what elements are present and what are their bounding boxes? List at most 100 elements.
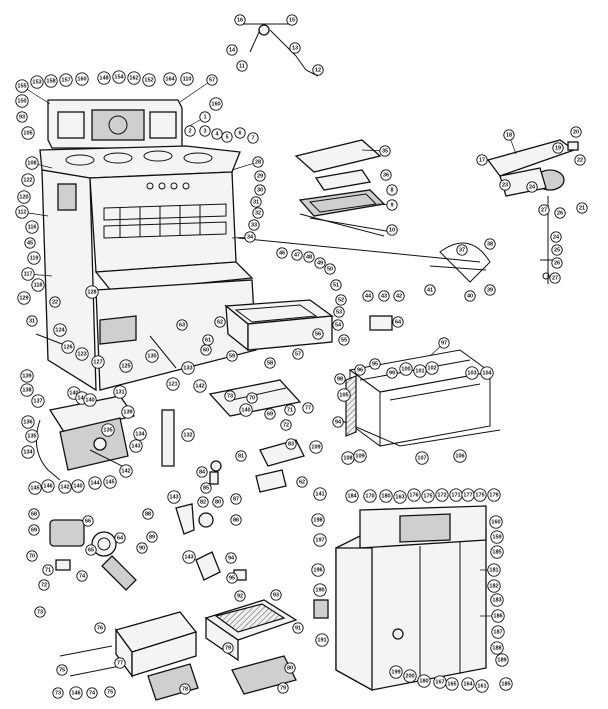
- callout-number: 133: [183, 365, 192, 371]
- callout-number: 119: [30, 255, 39, 261]
- callout-182: 182: [487, 579, 501, 593]
- callout-160: 160: [209, 97, 223, 111]
- callout-142: 142: [58, 480, 72, 494]
- callout-number: 160: [491, 519, 500, 525]
- callout-number: 48: [306, 254, 312, 260]
- callout-number: 80: [215, 499, 221, 505]
- callout-85: 85: [200, 482, 212, 494]
- callout-number: 140: [73, 483, 82, 489]
- callout-number: 75: [59, 667, 65, 673]
- callout-64: 64: [392, 316, 404, 328]
- callout-100: 100: [399, 362, 413, 376]
- callout-160: 160: [489, 515, 503, 529]
- callout-number: 158: [46, 78, 55, 84]
- callout-number: 31: [253, 199, 259, 205]
- callout-50: 50: [324, 263, 336, 275]
- callout-number: 73: [55, 690, 61, 696]
- callout-number: 11: [239, 63, 245, 69]
- callout-number: 121: [168, 381, 177, 387]
- callout-143: 143: [182, 550, 196, 564]
- callout-number: 7: [251, 135, 254, 141]
- callout-74: 74: [86, 687, 98, 699]
- callout-number: 90: [139, 545, 145, 551]
- callout-number: 57: [295, 351, 301, 357]
- callout-number: 175: [475, 492, 484, 498]
- callout-number: 135: [103, 427, 112, 433]
- callout-number: 105: [339, 392, 348, 398]
- callout-181: 181: [487, 563, 501, 577]
- callout-132: 132: [181, 428, 195, 442]
- callout-90: 90: [136, 542, 148, 554]
- callout-17: 17: [476, 154, 488, 166]
- callout-number: 163: [395, 494, 404, 500]
- callout-number: 161: [477, 683, 486, 689]
- callout-number: 141: [315, 491, 324, 497]
- callout-64: 64: [114, 532, 126, 544]
- callout-number: 129: [19, 295, 28, 301]
- callout-70: 70: [246, 392, 258, 404]
- callout-69: 69: [28, 524, 40, 536]
- callout-5: 5: [221, 131, 233, 143]
- callout-144: 144: [88, 476, 102, 490]
- callout-number: 31: [29, 318, 35, 324]
- grill-tray: [204, 599, 329, 695]
- callout-number: 155: [17, 83, 26, 89]
- callout-68: 68: [28, 508, 40, 520]
- callout-73: 73: [34, 606, 46, 618]
- callout-99: 99: [386, 367, 398, 379]
- callout-number: 16: [237, 17, 243, 23]
- callout-51: 51: [330, 279, 342, 291]
- callout-number: 98: [337, 376, 343, 382]
- callout-150: 150: [15, 94, 29, 108]
- callout-number: 4: [215, 131, 219, 137]
- callout-92: 92: [234, 590, 246, 602]
- callout-number: 24: [553, 234, 560, 240]
- callout-number: 30: [257, 187, 263, 193]
- callout-number: 191: [317, 637, 326, 643]
- callout-71: 71: [42, 564, 54, 576]
- callout-112: 112: [15, 205, 29, 219]
- callout-140: 140: [71, 479, 85, 493]
- callout-number: 103: [467, 370, 476, 376]
- callout-number: 81: [238, 453, 244, 459]
- callout-number: 109: [311, 444, 320, 450]
- callout-62: 62: [214, 316, 226, 328]
- broiler-pan-parts: [294, 139, 393, 237]
- callout-number: 69: [267, 411, 273, 417]
- callout-32: 32: [252, 207, 264, 219]
- callout-number: 52: [338, 297, 344, 303]
- callout-number: 95: [372, 361, 378, 367]
- callout-26: 26: [551, 257, 563, 269]
- callout-162: 162: [127, 71, 141, 85]
- callout-72: 72: [38, 579, 50, 591]
- callout-number: 43: [381, 293, 387, 299]
- callout-number: 23: [502, 182, 508, 188]
- callout-number: 148: [99, 75, 108, 81]
- callout-number: 35: [382, 148, 388, 154]
- callout-number: 145: [105, 479, 114, 485]
- callout-number: 125: [121, 363, 130, 369]
- callout-number: 182: [489, 583, 498, 589]
- callout-176: 176: [407, 488, 421, 502]
- callout-81: 81: [235, 450, 247, 462]
- callout-number: 185: [501, 681, 510, 687]
- callout-184: 184: [345, 489, 359, 503]
- callout-number: 55: [341, 337, 347, 343]
- callout-98: 98: [334, 373, 346, 385]
- callout-number: 91: [295, 625, 301, 631]
- callout-141: 141: [313, 487, 327, 501]
- callout-57: 57: [292, 348, 304, 360]
- callout-86: 86: [230, 514, 242, 526]
- callout-30: 30: [254, 184, 266, 196]
- callout-1: 1: [199, 111, 211, 123]
- oven-racks: [103, 203, 227, 239]
- callout-number: 44: [365, 293, 372, 299]
- callout-number: 50: [327, 266, 333, 272]
- callout-number: 99: [389, 370, 395, 376]
- callout-79: 79: [222, 642, 234, 654]
- callout-77: 77: [302, 402, 314, 414]
- callout-number: 29: [257, 173, 263, 179]
- callout-116: 116: [25, 220, 39, 234]
- callout-number: 153: [32, 79, 41, 85]
- callout-number: 38: [487, 241, 493, 247]
